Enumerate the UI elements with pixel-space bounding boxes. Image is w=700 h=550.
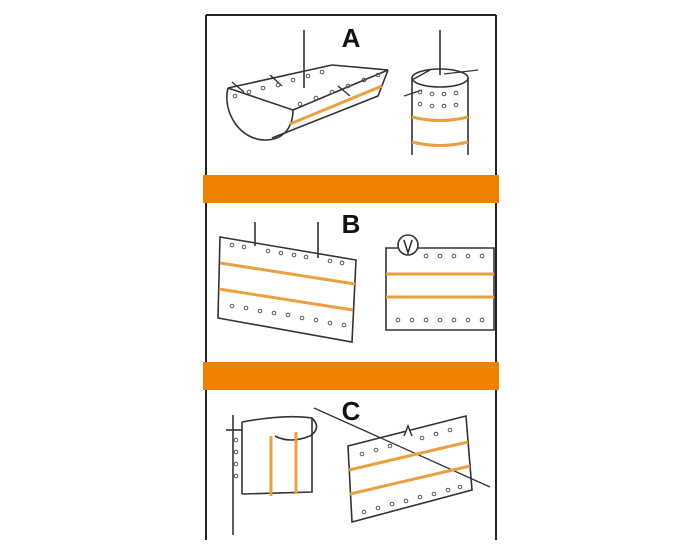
outer-frame xyxy=(205,14,497,540)
panel-b: B xyxy=(217,209,495,343)
tilted-sheet-holes xyxy=(229,242,347,328)
clip-icon xyxy=(397,234,419,256)
rolled-sheet-illustration xyxy=(226,415,318,535)
angled-sheet-stripe-upper xyxy=(348,440,469,472)
panel-a: A xyxy=(226,23,479,155)
half-pipe-stripe xyxy=(289,84,383,126)
panel-label-b: B xyxy=(342,209,361,239)
half-pipe-holes xyxy=(232,69,381,107)
panel-c: C xyxy=(226,396,491,535)
tilted-sheet-illustration xyxy=(217,222,357,343)
angled-sheet-stripe-lower xyxy=(349,464,471,496)
half-pipe-illustration xyxy=(226,30,389,141)
panel-label-a: A xyxy=(342,23,361,53)
tilted-sheet-stripe-upper xyxy=(219,261,356,286)
panel-label-c: C xyxy=(342,396,361,426)
cylinder-stripe-upper xyxy=(411,115,469,122)
hook-icon xyxy=(403,423,413,437)
cylinder-illustration xyxy=(403,30,479,155)
flat-sheet-illustration xyxy=(385,247,495,331)
angled-sheet-illustration xyxy=(313,407,491,524)
angled-sheet-holes xyxy=(359,427,463,515)
flat-sheet-holes xyxy=(395,253,485,323)
separator-band-2 xyxy=(203,362,499,390)
cylinder-stripe-lower xyxy=(411,140,469,147)
cylinder-holes xyxy=(417,89,459,109)
separator-band-1 xyxy=(203,175,499,203)
rolled-sheet-holes xyxy=(233,437,239,479)
tilted-sheet-stripe-lower xyxy=(218,287,354,312)
